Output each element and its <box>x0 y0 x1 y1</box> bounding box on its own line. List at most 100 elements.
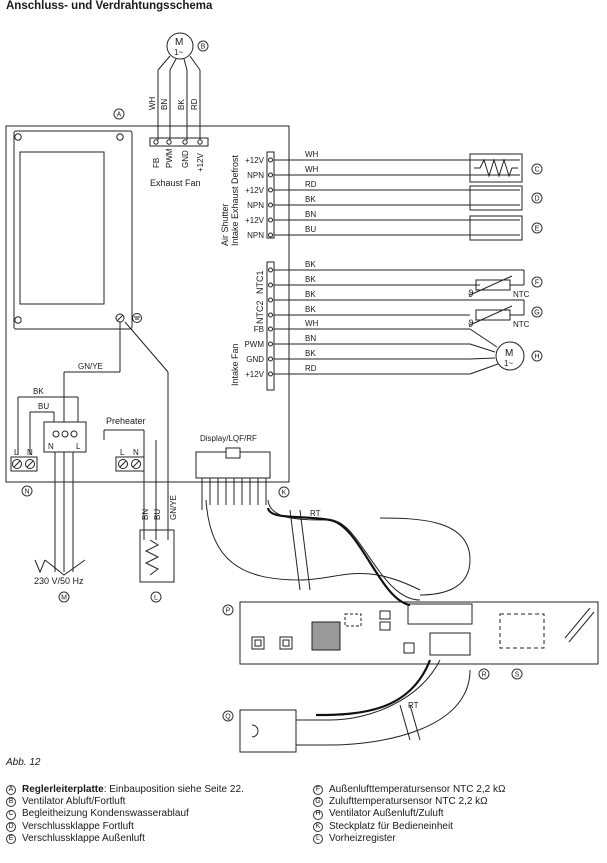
mains-wire-bu: BU <box>38 402 49 411</box>
intake-pin-fb: FB <box>254 325 264 334</box>
marker-d: D <box>531 192 543 204</box>
controller-board <box>5 125 290 483</box>
wire-top-5: BU <box>305 225 316 234</box>
pin-top-3: NPN <box>247 201 264 210</box>
page-title: Anschluss- und Verdrahtungsschema <box>6 0 213 12</box>
preheater-terminal-n: N <box>133 448 139 457</box>
svg-text:N: N <box>24 489 29 496</box>
intake-wire-3: RD <box>305 364 317 373</box>
right-connector-strip <box>266 151 275 239</box>
preheater-terminal-l: L <box>120 448 125 457</box>
exhaust-fan-header <box>149 137 209 147</box>
operating-unit-panel <box>239 601 599 665</box>
mains-wire-bk: BK <box>33 387 44 396</box>
display-module <box>13 130 133 330</box>
exhaust-wire-bk: BK <box>177 99 186 110</box>
intake-fan-motor <box>495 341 525 371</box>
svg-text:P: P <box>226 608 231 615</box>
display-connector-label: Display/LQF/RF <box>200 434 257 443</box>
exhaust-wire-bn: BN <box>160 99 169 110</box>
ntc-tag-f: NTC <box>513 290 530 299</box>
svg-text:E: E <box>535 226 540 233</box>
mains-voltage: 230 V/50 Hz <box>34 576 84 586</box>
fan-pin-fb: FB <box>152 158 161 168</box>
intake-pin-gnd: GND <box>246 355 264 364</box>
exhaust-motor-label: M <box>175 37 183 48</box>
ntc2-label: NTC2 <box>255 300 265 324</box>
svg-text:A: A <box>117 112 122 119</box>
ntc-tag-g: NTC <box>513 320 530 329</box>
exhaust-wire-wh: WH <box>148 96 157 110</box>
exhaust-fan-label: Exhaust Fan <box>150 178 201 188</box>
marker-c: C <box>531 163 543 175</box>
marker-b: B <box>197 40 209 52</box>
svg-text:B: B <box>201 44 206 51</box>
preheater-element <box>139 529 175 583</box>
svg-text:F: F <box>535 280 539 287</box>
preheater-wire-bn: BN <box>141 509 150 520</box>
wire-top-2: RD <box>305 180 317 189</box>
exhaust-fan-motor <box>166 32 194 60</box>
intake-pin-pwm: PWM <box>244 340 264 349</box>
intake-motor-label: M <box>505 348 513 359</box>
marker-e: E <box>531 222 543 234</box>
marker-m: M <box>58 591 70 603</box>
exhaust-wire-rd: RD <box>190 98 199 110</box>
intake-pin-12v: +12V <box>245 370 265 379</box>
intake-shutter <box>469 215 523 241</box>
svg-text:Q: Q <box>225 714 231 721</box>
wire-top-0: WH <box>305 150 319 159</box>
mains-block-l: L <box>76 442 81 451</box>
ntc1-label: NTC1 <box>255 270 265 294</box>
ntc-wire-3: BK <box>305 305 316 314</box>
marker-h: H <box>531 350 543 362</box>
theta-f: ϑ <box>468 289 474 300</box>
condensate-heater <box>469 153 523 183</box>
wire-top-3: BK <box>305 195 316 204</box>
mains-terminal-l: L <box>14 448 19 457</box>
preheater-wire-bu: BU <box>153 509 162 520</box>
svg-text:M: M <box>61 595 67 602</box>
rt-label-top: RT <box>310 509 321 518</box>
exhaust-motor-sub: 1~ <box>174 48 183 57</box>
theta-g: ϑ <box>468 319 474 330</box>
pin-top-2: +12V <box>245 186 265 195</box>
preheater-terminal <box>115 456 145 472</box>
intake-motor-sub: 1~ <box>504 359 513 368</box>
marker-l: L <box>150 591 162 603</box>
earth-icon <box>132 313 142 323</box>
board-mains-terminal <box>10 456 38 472</box>
ntc-wire-1: BK <box>305 275 316 284</box>
mains-terminal-block <box>43 421 87 453</box>
intake-fan-label: Intake Fan <box>230 343 240 386</box>
marker-g: G <box>531 306 543 318</box>
intake-wire-2: BK <box>305 349 316 358</box>
exhaust-shutter <box>469 185 523 211</box>
intake-wire-1: BN <box>305 334 316 343</box>
marker-n: N <box>21 485 33 497</box>
figure-caption: Abb. 12 <box>6 757 41 768</box>
svg-text:H: H <box>534 354 539 361</box>
marker-p: P <box>222 604 234 616</box>
marker-f: F <box>531 276 543 288</box>
marker-q: Q <box>222 710 234 722</box>
group-intake-exhaust-defrost: Intake Exhaust Defrost <box>230 154 240 246</box>
fan-pin-12v: +12V <box>196 152 205 172</box>
svg-text:R: R <box>481 672 486 679</box>
wiring-diagram: M 1~ M 1~ WH BN BK RD FB PWM GND +12V Ex… <box>5 32 599 753</box>
intake-wire-0: WH <box>305 319 319 328</box>
wire-top-4: BN <box>305 210 316 219</box>
wire-top-1: WH <box>305 165 319 174</box>
fan-pin-gnd: GND <box>181 150 190 168</box>
svg-text:D: D <box>534 196 539 203</box>
